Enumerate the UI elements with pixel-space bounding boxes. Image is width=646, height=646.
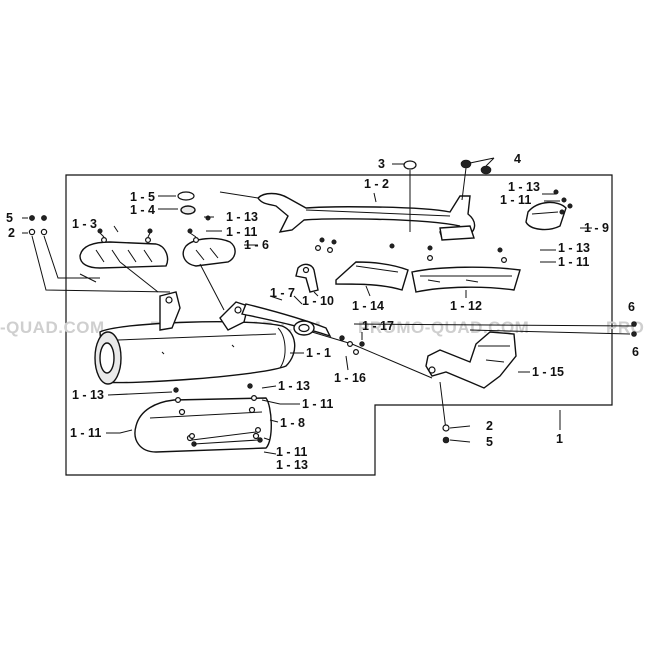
- gasket-4a: [460, 159, 472, 169]
- label-6-bottom: 6: [632, 345, 639, 359]
- washer-2-left-b: [40, 228, 48, 236]
- heat-shield-1-3: [79, 241, 169, 269]
- label-1-16: 1 - 16: [334, 371, 366, 385]
- label-1-17: 1 - 17: [362, 319, 394, 333]
- bolt-5-left-a: [29, 215, 35, 221]
- label-1-11-upper-left: 1 - 11: [226, 225, 257, 239]
- label-1-6: 1 - 6: [244, 238, 269, 252]
- label-1-11-lower-left: 1 - 11: [70, 426, 101, 440]
- gasket-1-4: [180, 205, 196, 215]
- heat-shield-1-8: [134, 397, 272, 453]
- heat-shield-1-6: [182, 237, 236, 267]
- watermark-right: PROMO-QUAD.COM: [358, 318, 529, 337]
- label-1-11-upper-right: 1 - 11: [500, 193, 531, 207]
- label-1-13-mid-right: 1 - 13: [558, 241, 590, 255]
- label-1-13-upper-right: 1 - 13: [508, 180, 540, 194]
- label-1-10: 1 - 10: [302, 294, 334, 308]
- gasket-4b: [480, 165, 492, 175]
- label-1-11-bottom: 1 - 11: [276, 445, 307, 459]
- bolt-6-bottom: [631, 331, 637, 337]
- bracket-1-10: [295, 263, 319, 293]
- bolt-5-left-b: [41, 215, 47, 221]
- gasket-1-5: [177, 191, 195, 201]
- label-2-left: 2: [8, 226, 15, 240]
- header-pipe: [257, 192, 476, 239]
- label-1-13-lower-mid: 1 - 13: [278, 379, 310, 393]
- label-1-7: 1 - 7: [270, 286, 295, 300]
- label-3: 3: [378, 157, 385, 171]
- bracket-1-15: [425, 331, 517, 389]
- header-flange: [439, 225, 475, 241]
- heat-shield-1-12: [411, 266, 521, 293]
- label-5-right: 5: [486, 435, 493, 449]
- label-1-13-bottom: 1 - 13: [276, 458, 308, 472]
- assembly-frame: [65, 174, 613, 476]
- gasket-3: [403, 160, 417, 170]
- label-1-13-upper-left: 1 - 13: [226, 210, 258, 224]
- bolt-6-top: [631, 321, 637, 327]
- label-1-13-lower-left: 1 - 13: [72, 388, 104, 402]
- heat-shield-1-9: [525, 201, 567, 231]
- washer-2-left-a: [28, 228, 36, 236]
- label-1-11-lower-mid: 1 - 11: [302, 397, 333, 411]
- label-1-14: 1 - 14: [352, 299, 384, 313]
- label-5-left: 5: [6, 211, 13, 225]
- label-1-15: 1 - 15: [532, 365, 564, 379]
- label-1-2: 1 - 2: [364, 177, 389, 191]
- label-1-12: 1 - 12: [450, 299, 482, 313]
- label-1-8: 1 - 8: [280, 416, 305, 430]
- bolt-5-right: [442, 436, 450, 444]
- muffler-body: [94, 321, 296, 385]
- label-1-3: 1 - 3: [72, 217, 97, 231]
- watermark-left: -QUAD.COM: [0, 318, 105, 337]
- label-4: 4: [514, 152, 521, 166]
- label-1-5: 1 - 5: [130, 190, 155, 204]
- label-1: 1: [556, 432, 563, 446]
- heat-shield-1-14: [335, 261, 409, 291]
- label-2-right: 2: [486, 419, 493, 433]
- label-1-11-mid-right: 1 - 11: [558, 255, 589, 269]
- label-1-4: 1 - 4: [130, 203, 155, 217]
- washer-2-right: [442, 424, 450, 432]
- label-1-1: 1 - 1: [306, 346, 331, 360]
- muffler-bracket-left: [159, 291, 181, 331]
- label-1-9: 1 - 9: [584, 221, 609, 235]
- label-6-top: 6: [628, 300, 635, 314]
